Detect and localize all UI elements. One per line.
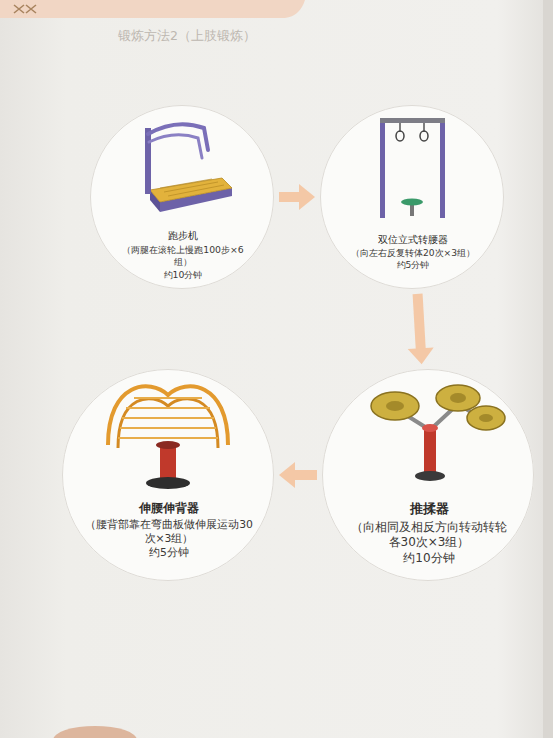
flow-arrow [279,462,317,488]
duration-text: 约5分钟 [83,546,255,560]
equipment-name: 双位立式转腰器 [343,233,483,246]
exercise-circle: 跑步机 （两腿在滚轮上慢跑100步×6组）约10分钟 [90,105,274,289]
text-block: 双位立式转腰器 （向左右反复转体20次×3组）约5分钟 [343,233,483,272]
wheel-trainer-drawing [371,385,505,481]
flow-arrow [408,294,434,364]
text-block: 推揉器 （向相同及相反方向转动转轮各30次×3组）约10分钟 [349,501,509,567]
twister-drawing [380,118,445,218]
text-block: 伸腰伸背器 （腰背部靠在弯曲板做伸展运动30次×3组）约5分钟 [83,501,255,560]
back-stretcher-drawing [108,386,228,489]
exercise-circle: 伸腰伸背器 （腰背部靠在弯曲板做伸展运动30次×3组）约5分钟 [62,369,274,581]
text-block: 跑步机 （两腿在滚轮上慢跑100步×6组）约10分钟 [116,229,250,281]
exercise-note: （两腿在滚轮上慢跑100步×6组） [116,244,250,268]
header-mark [14,5,36,13]
duration-text: 约10分钟 [349,551,509,567]
flow-arrow [279,184,315,210]
finger-blur [53,726,137,738]
page-edge [543,0,553,738]
circle-fill [62,369,274,581]
equipment-name: 跑步机 [116,229,250,242]
exercise-note: （腰背部靠在弯曲板做伸展运动30次×3组） [83,518,255,546]
arrow-shaft [293,470,317,480]
circle-fill [90,105,274,289]
duration-text: 约10分钟 [116,269,250,281]
circle-fill [322,369,534,581]
arrow-shaft [279,192,301,202]
duration-text: 约5分钟 [343,260,483,272]
treadmill-drawing [145,124,232,212]
arrow-head [408,347,434,364]
exercise-note: （向左右反复转体20次×3组） [343,248,483,260]
arrow-head [299,184,315,210]
equipment-name: 推揉器 [349,501,509,518]
exercise-note: （向相同及相反方向转动转轮各30次×3组） [349,520,509,551]
header-band [0,0,305,18]
page-heading: 锻炼方法2（上肢锻炼） [118,28,256,45]
equipment-name: 伸腰伸背器 [83,501,255,516]
arrow-head [279,462,295,488]
exercise-circle: 推揉器 （向相同及相反方向转动转轮各30次×3组）约10分钟 [322,369,534,581]
circle-fill [320,105,504,289]
arrow-shaft [418,294,421,350]
exercise-circle: 双位立式转腰器 （向左右反复转体20次×3组）约5分钟 [320,105,504,289]
